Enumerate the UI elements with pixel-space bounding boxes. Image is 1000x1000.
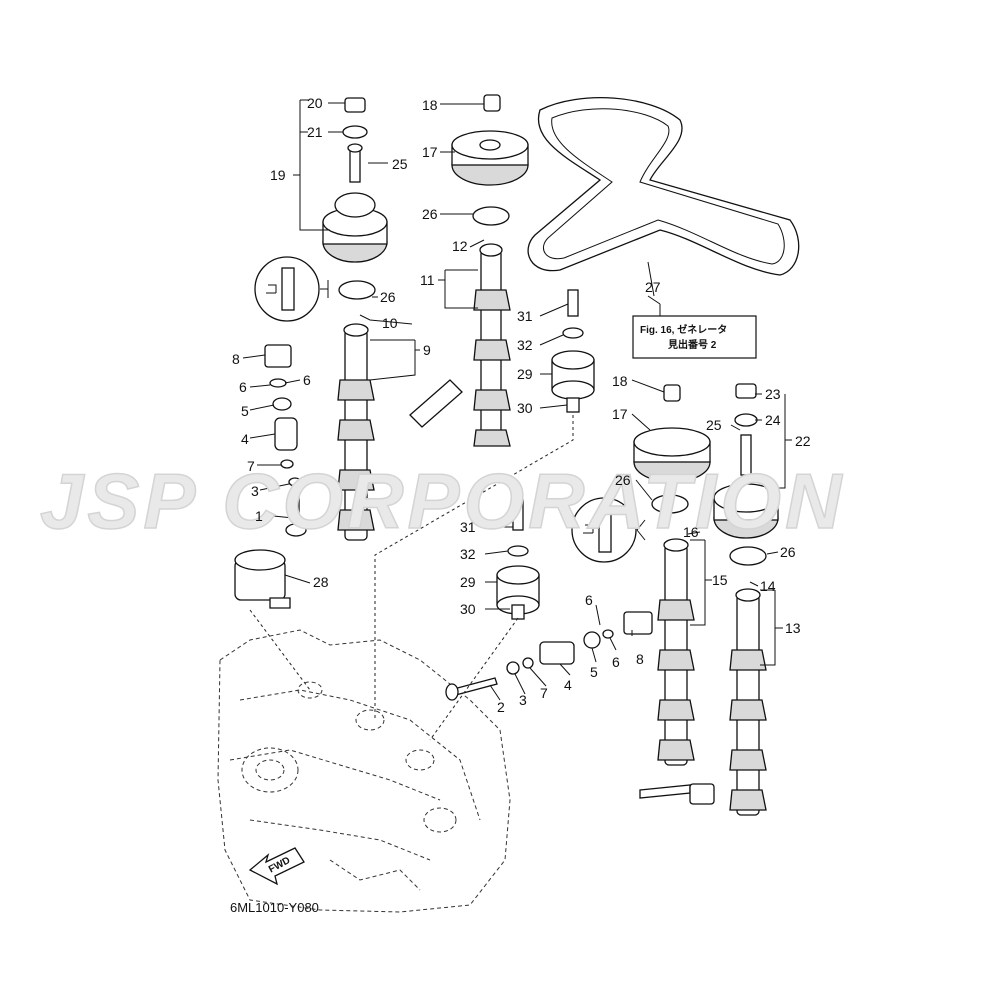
callout-numbers: 20 21 25 19 18 17 26 12 11 26 10 9 8 6 6… <box>232 95 811 715</box>
callout-23: 23 <box>765 386 781 402</box>
camshaft-left <box>337 323 375 541</box>
callout-3b: 3 <box>519 692 527 708</box>
valve-train-lower <box>445 611 715 805</box>
idler-upper <box>551 289 595 413</box>
callout-6b: 6 <box>303 372 311 388</box>
cam-phaser-right <box>713 383 779 539</box>
callout-28: 28 <box>313 574 329 590</box>
idler-lower <box>496 499 540 620</box>
callout-7a: 7 <box>247 458 255 474</box>
callout-25b: 25 <box>706 417 722 433</box>
callout-7b: 7 <box>540 685 548 701</box>
engine-block-outline <box>217 629 511 913</box>
callout-30b: 30 <box>460 601 476 617</box>
callout-30a: 30 <box>517 400 533 416</box>
callout-3a: 3 <box>251 483 259 499</box>
camshaft-middle <box>409 243 511 447</box>
callout-16: 16 <box>683 524 699 540</box>
callout-4a: 4 <box>241 431 249 447</box>
callout-2: 2 <box>497 699 505 715</box>
oil-seal-right-a <box>651 494 689 514</box>
callout-22: 22 <box>795 433 811 449</box>
callout-21: 21 <box>307 124 323 140</box>
reference-box: Fig. 16, ゼネレータ 見出番号 2 <box>632 315 757 359</box>
tensioner <box>234 549 291 609</box>
callout-8b: 8 <box>636 651 644 667</box>
callout-1: 1 <box>255 508 263 524</box>
oil-seal-right-b <box>729 546 767 566</box>
callout-20: 20 <box>307 95 323 111</box>
valve-train-left <box>264 344 307 537</box>
callout-6d: 6 <box>612 654 620 670</box>
oil-seal-left <box>338 280 376 300</box>
callout-12: 12 <box>452 238 468 254</box>
callout-8a: 8 <box>232 351 240 367</box>
callout-18a: 18 <box>422 97 438 113</box>
callout-24: 24 <box>765 412 781 428</box>
leader-lines <box>242 99 792 701</box>
callout-17b: 17 <box>612 406 628 422</box>
callout-5b: 5 <box>590 664 598 680</box>
watermark: JSP CORPORATION <box>40 457 845 545</box>
detail-circle-left <box>254 256 329 322</box>
callout-10: 10 <box>382 315 398 331</box>
callout-32a: 32 <box>517 337 533 353</box>
callout-15: 15 <box>712 572 728 588</box>
callout-14: 14 <box>760 578 776 594</box>
callout-6a: 6 <box>239 379 247 395</box>
callout-32b: 32 <box>460 546 476 562</box>
alignment-lines <box>249 415 574 741</box>
reference-line-2: 見出番号 2 <box>667 338 717 351</box>
document-code: 6ML1010-Y080 <box>230 900 319 915</box>
callout-5a: 5 <box>241 403 249 419</box>
cam-phaser-left <box>322 97 388 263</box>
callout-6c: 6 <box>585 592 593 608</box>
callout-31b: 31 <box>460 519 476 535</box>
callout-26c: 26 <box>615 472 631 488</box>
callout-25a: 25 <box>392 156 408 172</box>
callout-26a: 26 <box>422 206 438 222</box>
reference-line-1: Fig. 16, ゼネレータ <box>640 323 727 336</box>
oil-seal-middle <box>472 206 510 226</box>
detail-circle-right <box>571 497 646 563</box>
callout-31a: 31 <box>517 308 533 324</box>
callout-4b: 4 <box>564 677 572 693</box>
cam-sprocket-right <box>633 384 711 483</box>
callout-26d: 26 <box>780 544 796 560</box>
callout-19: 19 <box>270 167 286 183</box>
callout-18b: 18 <box>612 373 628 389</box>
timing-belt <box>527 97 800 276</box>
callout-17a: 17 <box>422 144 438 160</box>
callout-29a: 29 <box>517 366 533 382</box>
callout-9: 9 <box>423 342 431 358</box>
camshaft-right-a <box>657 538 695 766</box>
cam-sprocket-upper <box>451 94 529 186</box>
callout-13: 13 <box>785 620 801 636</box>
callout-11: 11 <box>420 272 435 288</box>
camshaft-right-b <box>729 588 767 816</box>
forward-arrow: FWD <box>248 847 305 886</box>
callout-26b: 26 <box>380 289 396 305</box>
callout-29b: 29 <box>460 574 476 590</box>
callout-27: 27 <box>645 279 661 295</box>
